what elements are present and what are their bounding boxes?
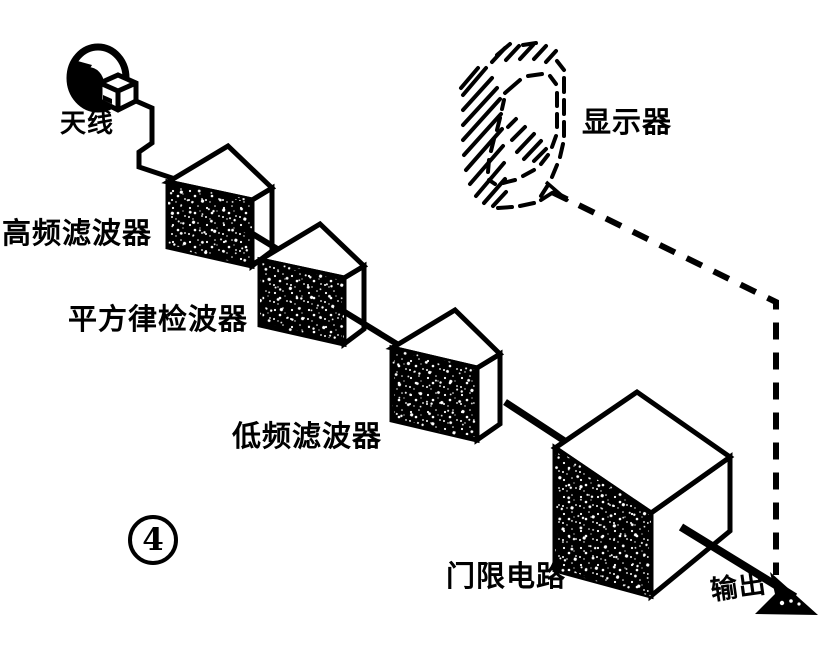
figure-number-badge: 4 <box>128 515 178 565</box>
block-cube-square-law-detector <box>253 220 369 349</box>
display-link-dashed <box>550 189 779 575</box>
label-display: 显示器 <box>582 105 673 139</box>
label-threshold-circuit: 门限电路 <box>446 559 567 593</box>
antenna-cable <box>134 98 197 189</box>
block-cube-threshold-circuit <box>550 388 735 602</box>
output-arrow-head <box>755 572 818 615</box>
block-cube-lf-filter <box>385 306 505 445</box>
label-output: 输出 <box>708 568 769 607</box>
label-high-frequency-filter: 高频滤波器 <box>2 216 153 250</box>
antenna-graphic <box>66 43 139 113</box>
display-monitor-graphic <box>459 41 570 210</box>
arrowhead-speckle <box>797 602 801 606</box>
arrowhead-speckle <box>789 599 793 603</box>
arrowhead-speckle <box>779 600 785 606</box>
block-cube-hf-filter <box>161 142 277 271</box>
label-square-law-detector: 平方律检波器 <box>68 302 249 336</box>
label-antenna: 天线 <box>60 109 115 139</box>
label-low-frequency-filter: 低频滤波器 <box>232 419 383 453</box>
